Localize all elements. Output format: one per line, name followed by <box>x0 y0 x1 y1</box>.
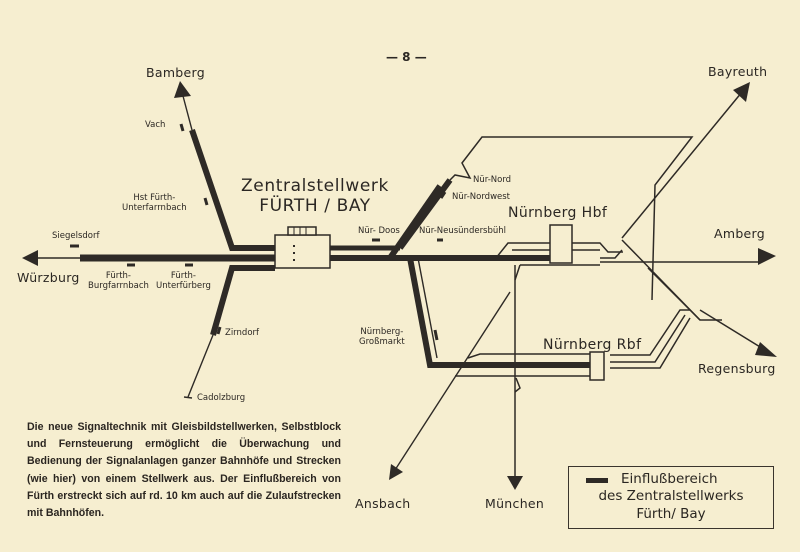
line-hbf-tracks <box>495 242 623 281</box>
line-cadolzburg <box>183 265 275 399</box>
caption-text: Die neue Signaltechnik mit Gleisbildstel… <box>27 421 341 520</box>
destination-amberg: Amberg <box>714 226 766 241</box>
station-fuerth-burgfarrnbach: Fürth- Burgfarrnbach <box>88 271 149 291</box>
destination-muenchen: München <box>485 496 545 511</box>
legend-line3: Fürth/ Bay <box>636 506 706 522</box>
legend-box: Einflußbereich des Zentralstellwerks Für… <box>568 466 774 529</box>
line-bayreuth <box>621 82 750 239</box>
station-fuerth-unterfuerberg: Fürth- Unterfürberg <box>156 271 211 291</box>
line-ansbach <box>389 291 511 480</box>
station-nuer-neusuendersbuehl: Nür-Neusündersbühl <box>419 226 507 236</box>
legend-swatch <box>586 478 608 483</box>
legend-line2: des Zentralstellwerks <box>598 488 744 504</box>
station-cadolzburg: Cadolzburg <box>197 393 246 403</box>
legend-line1: Einflußbereich <box>621 471 718 487</box>
line-bamberg <box>174 81 275 251</box>
station-siegelsdorf: Siegelsdorf <box>52 231 100 241</box>
station-nuer-doos: Nür- Doos <box>358 226 400 236</box>
line-muenchen <box>507 265 523 490</box>
diagram-title: Zentralstellwerk <box>241 176 389 196</box>
station-hst-fuerth-unterfarrnbach: Hst Fürth- Unterfarrnbach <box>122 193 187 213</box>
diagram-subtitle: FÜRTH / BAY <box>259 196 371 216</box>
page-number: — 8 — <box>386 50 427 64</box>
destination-bamberg: Bamberg <box>146 65 205 80</box>
line-amberg <box>600 248 776 265</box>
destination-ansbach: Ansbach <box>355 496 411 511</box>
station-vach: Vach <box>145 120 166 130</box>
stellwerk-building <box>274 226 331 269</box>
destination-bayreuth: Bayreuth <box>708 64 768 79</box>
line-nuer-nord <box>449 136 694 301</box>
rbf-building <box>589 351 605 381</box>
station-nuer-nordwest: Nür-Nordwest <box>452 192 511 202</box>
line-wuerzburg <box>22 250 275 266</box>
station-nuernberg-hbf: Nürnberg Hbf <box>508 205 608 221</box>
destination-regensburg: Regensburg <box>698 361 776 376</box>
station-zirndorf: Zirndorf <box>225 328 259 338</box>
station-nuernberg-grossmarkt: Nürnberg- Großmarkt <box>359 327 405 347</box>
line-fuerth-east <box>330 178 505 261</box>
destination-wuerzburg: Würzburg <box>17 270 80 285</box>
hbf-building <box>549 224 573 264</box>
station-nuernberg-rbf: Nürnberg Rbf <box>543 337 642 353</box>
station-marks <box>70 123 447 341</box>
line-regensburg <box>621 239 777 357</box>
line-rbf-tracks <box>455 309 691 393</box>
line-grossmarkt <box>407 257 460 368</box>
station-nuer-nord: Nür-Nord <box>473 175 512 185</box>
